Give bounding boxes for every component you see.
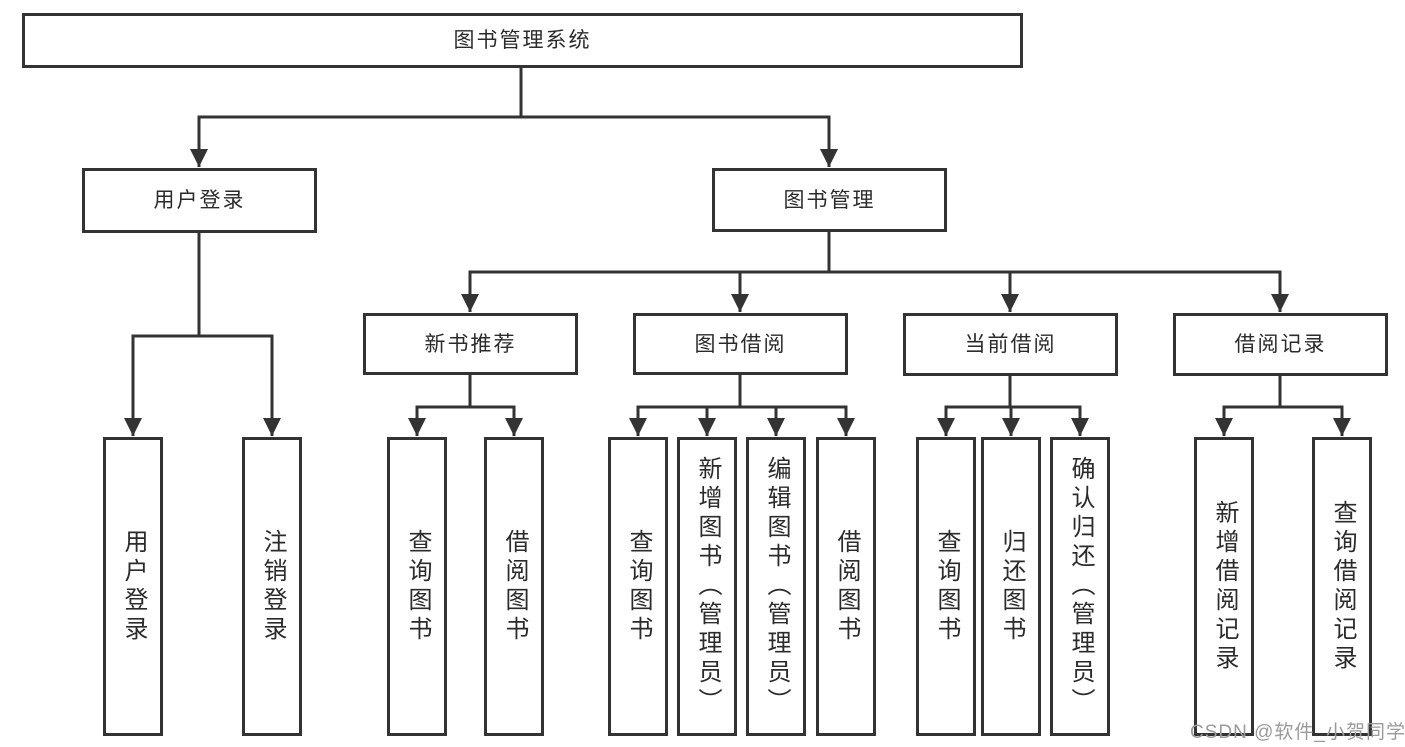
leaf-recommend-borrow-books: 借阅图书 — [484, 437, 544, 736]
node-book-management: 图书管理 — [712, 168, 947, 232]
leaf-borrow-borrow-books: 借阅图书 — [816, 437, 876, 736]
node-library-management-system: 图书管理系统 — [22, 13, 1023, 68]
leaf-current-confirm-return-admin: 确认归还（管理员） — [1050, 437, 1110, 736]
leaf-recommend-query-books: 查询图书 — [387, 437, 447, 736]
node-current-borrowing: 当前借阅 — [903, 313, 1118, 376]
leaf-current-query-books: 查询图书 — [916, 437, 976, 736]
leaf-borrow-query-books: 查询图书 — [608, 437, 668, 736]
leaf-records-add-record: 新增借阅记录 — [1194, 437, 1254, 736]
connector-records-to-leaves — [1215, 376, 1351, 436]
leaf-current-return-books: 归还图书 — [981, 437, 1041, 736]
connector-current-to-leaves — [937, 376, 1089, 436]
connector-login-to-leaves — [124, 233, 281, 436]
node-book-borrowing: 图书借阅 — [633, 313, 848, 375]
leaf-logout: 注销登录 — [242, 437, 302, 736]
connector-root-to-level2 — [190, 66, 838, 167]
leaf-records-query-record: 查询借阅记录 — [1312, 437, 1372, 736]
node-borrowing-records: 借阅记录 — [1173, 313, 1388, 376]
connector-recommend-to-leaves — [408, 375, 523, 436]
connector-mgmt-to-level3 — [461, 232, 1289, 312]
node-user-login: 用户登录 — [82, 168, 317, 233]
leaf-borrow-edit-books-admin: 编辑图书（管理员） — [746, 437, 806, 736]
csdn-watermark: CSDN @软件_小贺同学 — [1190, 722, 1405, 743]
connector-borrow-to-leaves — [629, 375, 855, 436]
node-new-book-recommend: 新书推荐 — [363, 313, 578, 375]
leaf-borrow-add-books-admin: 新增图书（管理员） — [677, 437, 737, 736]
leaf-user-login: 用户登录 — [103, 437, 163, 736]
